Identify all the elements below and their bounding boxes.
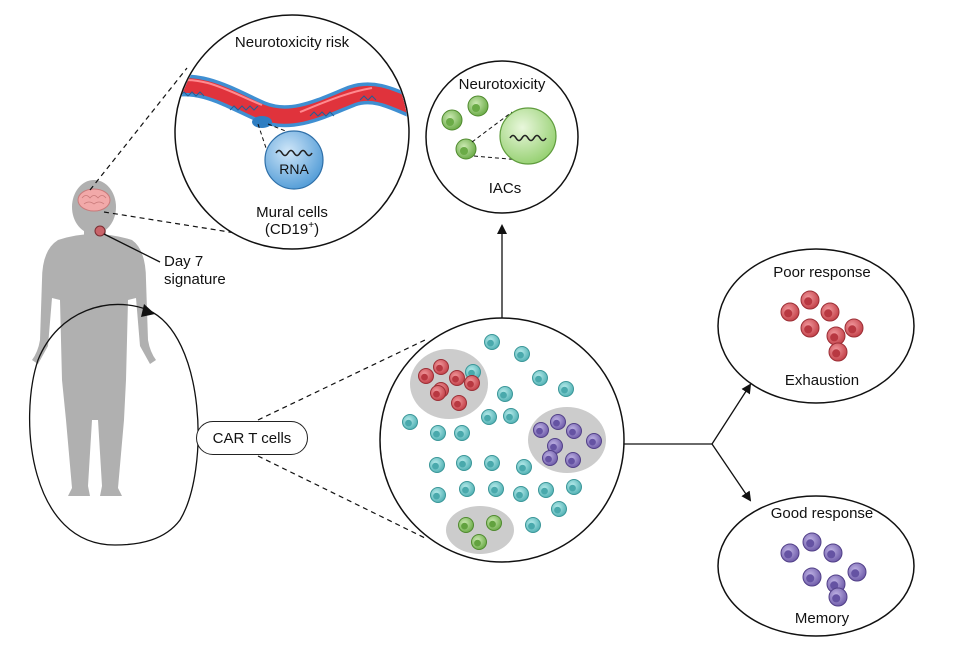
teal-t-cell-icon bbox=[551, 501, 567, 517]
neurotoxicity-label: Neurotoxicity bbox=[458, 76, 546, 93]
teal-t-cell-icon bbox=[429, 457, 445, 473]
red-t-cell-icon bbox=[800, 318, 820, 338]
iacs-label: IACs bbox=[488, 180, 522, 197]
teal-t-cell-icon bbox=[538, 482, 554, 498]
teal-t-cell-icon bbox=[558, 381, 574, 397]
purple-t-cell-icon bbox=[533, 422, 549, 438]
body-cycle-arrowhead bbox=[141, 304, 155, 317]
blood-vessel-icon bbox=[176, 74, 408, 128]
teal-t-cell-icon bbox=[516, 459, 532, 475]
brain-zoom-line-upper bbox=[89, 67, 188, 191]
memory-cells bbox=[780, 532, 867, 607]
teal-t-cell-icon bbox=[484, 334, 500, 350]
red-t-cell-icon bbox=[780, 302, 800, 322]
signature-label: signature bbox=[164, 271, 226, 288]
teal-t-cell-icon bbox=[532, 370, 548, 386]
car-zoom-line-lower bbox=[257, 455, 426, 539]
rna-molecule-icon bbox=[499, 107, 557, 165]
good-response-label: Good response bbox=[770, 505, 874, 522]
body-cycle-arrow bbox=[29, 303, 199, 546]
red-t-cell-icon bbox=[433, 359, 449, 375]
red-t-cell-icon bbox=[826, 326, 846, 346]
purple-t-cell-icon bbox=[823, 543, 843, 563]
car-t-cells bbox=[402, 334, 602, 550]
teal-t-cell-icon bbox=[430, 487, 446, 503]
red-t-cell-icon bbox=[844, 318, 864, 338]
teal-t-cell-icon bbox=[481, 409, 497, 425]
purple-t-cell-icon bbox=[565, 452, 581, 468]
day7-pointer bbox=[103, 233, 161, 263]
green-t-cell-icon bbox=[458, 517, 474, 533]
red-t-cell-icon bbox=[449, 370, 465, 386]
arrow-to-good-response bbox=[711, 443, 752, 502]
iac-cells bbox=[441, 95, 489, 160]
purple-t-cell-icon bbox=[847, 562, 867, 582]
teal-t-cell-icon bbox=[402, 414, 418, 430]
good-response-ellipse bbox=[717, 495, 915, 637]
neurotoxicity-risk-label: Neurotoxicity risk bbox=[234, 34, 350, 51]
red-t-cell-icon bbox=[820, 302, 840, 322]
red-t-cell-icon bbox=[800, 290, 820, 310]
teal-t-cell-icon bbox=[513, 486, 529, 502]
purple-t-cell-icon bbox=[566, 423, 582, 439]
purple-t-cell-icon bbox=[586, 433, 602, 449]
memory-label: Memory bbox=[794, 610, 850, 627]
cd19-label: (CD19+) bbox=[265, 221, 319, 239]
rna-cell-icon bbox=[264, 130, 324, 190]
brain-icon bbox=[77, 188, 111, 212]
cd19-close: ) bbox=[314, 221, 320, 238]
car-zoom-line-upper bbox=[257, 339, 426, 421]
mural-cells-label: Mural cells bbox=[256, 204, 328, 221]
day7-label: Day 7 bbox=[164, 253, 204, 270]
purple-t-cell-icon bbox=[802, 532, 822, 552]
teal-t-cell-icon bbox=[525, 517, 541, 533]
iac-zoom-line-upper bbox=[471, 111, 513, 143]
teal-t-cell-icon bbox=[566, 479, 582, 495]
teal-t-cell-icon bbox=[459, 481, 475, 497]
exhausted-cells bbox=[780, 290, 864, 362]
red-t-cell-icon bbox=[418, 368, 434, 384]
teal-t-cell-icon bbox=[454, 425, 470, 441]
poor-response-label: Poor response bbox=[773, 264, 871, 281]
teal-t-cell-icon bbox=[488, 481, 504, 497]
exhaustion-label: Exhaustion bbox=[784, 372, 860, 389]
purple-t-cell-icon bbox=[802, 567, 822, 587]
teal-t-cell-icon bbox=[430, 425, 446, 441]
red-t-cell-icon bbox=[464, 375, 480, 391]
cd19-superscript: + bbox=[308, 220, 315, 231]
red-t-cell-icon bbox=[828, 342, 848, 362]
green-t-cell-icon bbox=[471, 534, 487, 550]
signature-spot-icon bbox=[94, 225, 106, 237]
teal-t-cell-icon bbox=[514, 346, 530, 362]
red-t-cell-icon bbox=[430, 385, 446, 401]
teal-t-cell-icon bbox=[497, 386, 513, 402]
cd19-text: (CD19 bbox=[264, 221, 309, 238]
purple-t-cell-icon bbox=[542, 450, 558, 466]
arrow-to-poor-response bbox=[711, 383, 752, 445]
purple-t-cell-icon bbox=[550, 414, 566, 430]
teal-t-cell-icon bbox=[484, 455, 500, 471]
brain-zoom-line-lower bbox=[103, 211, 293, 243]
teal-t-cell-icon bbox=[456, 455, 472, 471]
red-t-cell-icon bbox=[451, 395, 467, 411]
rna-label: RNA bbox=[279, 161, 309, 177]
purple-t-cell-icon bbox=[780, 543, 800, 563]
purple-t-cell-icon bbox=[828, 587, 848, 607]
car-t-cells-label: CAR T cells bbox=[196, 421, 308, 455]
green-t-cell-icon bbox=[486, 515, 502, 531]
teal-t-cell-icon bbox=[503, 408, 519, 424]
